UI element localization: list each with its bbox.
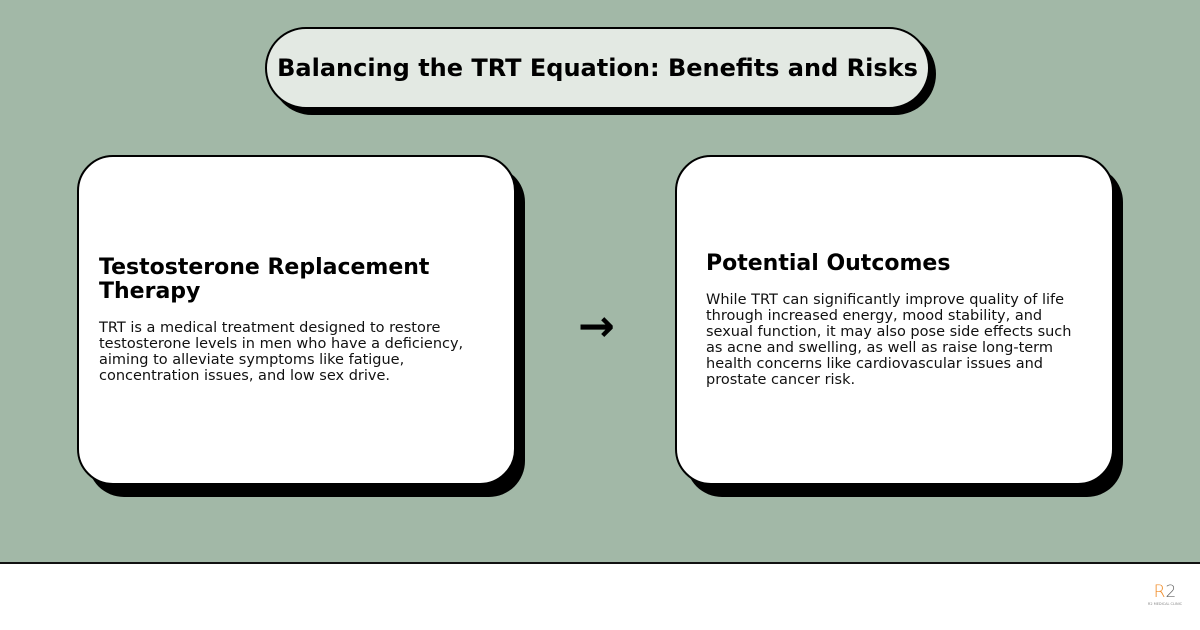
clinic-logo: R2 R2 MEDICAL CLINIC	[1145, 582, 1185, 606]
page-title: Balancing the TRT Equation: Benefits and…	[277, 54, 918, 82]
title-pill: Balancing the TRT Equation: Benefits and…	[265, 27, 930, 109]
logo-text: R2 MEDICAL CLINIC	[1147, 602, 1183, 606]
card-outcomes: Potential Outcomes While TRT can signifi…	[675, 155, 1114, 485]
card-heading: Testosterone Replacement Therapy	[99, 255, 430, 304]
arrow-right-icon: →	[578, 301, 615, 352]
logo-mark-2: 2	[1165, 582, 1177, 602]
logo-mark-r: R	[1153, 582, 1166, 602]
card-body: While TRT can significantly improve qual…	[706, 292, 1072, 388]
diagram-canvas: Balancing the TRT Equation: Benefits and…	[0, 0, 1200, 564]
card-heading: Potential Outcomes	[706, 251, 951, 276]
card-trt: Testosterone Replacement Therapy TRT is …	[77, 155, 516, 485]
card-body: TRT is a medical treatment designed to r…	[99, 320, 464, 384]
